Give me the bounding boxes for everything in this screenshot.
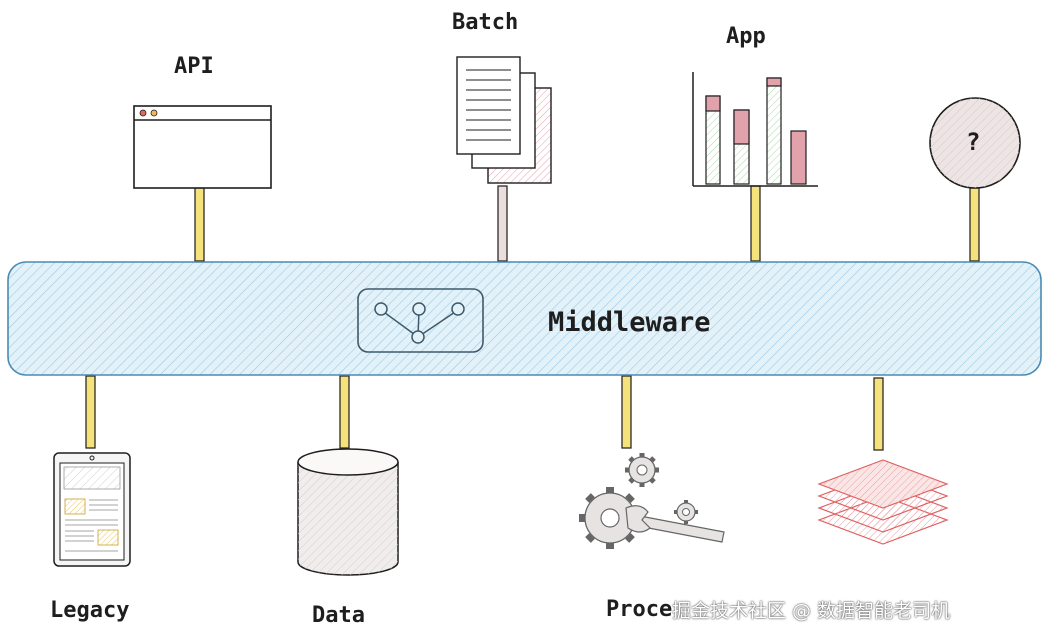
process-label: Proce	[606, 597, 673, 622]
question-mark: ?	[966, 128, 981, 156]
database-icon	[297, 448, 399, 576]
legacy-tablet-icon	[53, 452, 131, 567]
app-label: App	[726, 24, 766, 49]
app-chart-icon	[692, 72, 818, 187]
top-connectors	[194, 185, 980, 262]
gears-icon	[579, 453, 725, 549]
middleware-label: Middleware	[548, 307, 711, 338]
legacy-label: Legacy	[50, 598, 130, 623]
api-window-icon	[133, 105, 272, 189]
bottom-connectors	[85, 375, 884, 451]
connector-data	[339, 375, 350, 449]
api-label: API	[174, 54, 214, 79]
connector-batch	[497, 185, 508, 262]
connector-app	[750, 185, 761, 262]
batch-label: Batch	[452, 10, 519, 35]
batch-documents-icon	[456, 56, 552, 184]
connector-unknown	[969, 187, 980, 262]
layers-stack-icon	[817, 459, 949, 545]
connector-legacy	[85, 375, 96, 449]
watermark: 掘金技术社区 @ 数据智能老司机	[672, 600, 951, 622]
connector-stack	[873, 377, 884, 451]
question-circle-icon	[929, 97, 1021, 189]
connector-process	[621, 375, 632, 449]
middleware-bus	[7, 261, 1042, 376]
wrench-icon	[625, 505, 725, 543]
network-icon	[357, 288, 484, 353]
data-label: Data	[312, 603, 365, 628]
connector-api	[194, 187, 205, 262]
